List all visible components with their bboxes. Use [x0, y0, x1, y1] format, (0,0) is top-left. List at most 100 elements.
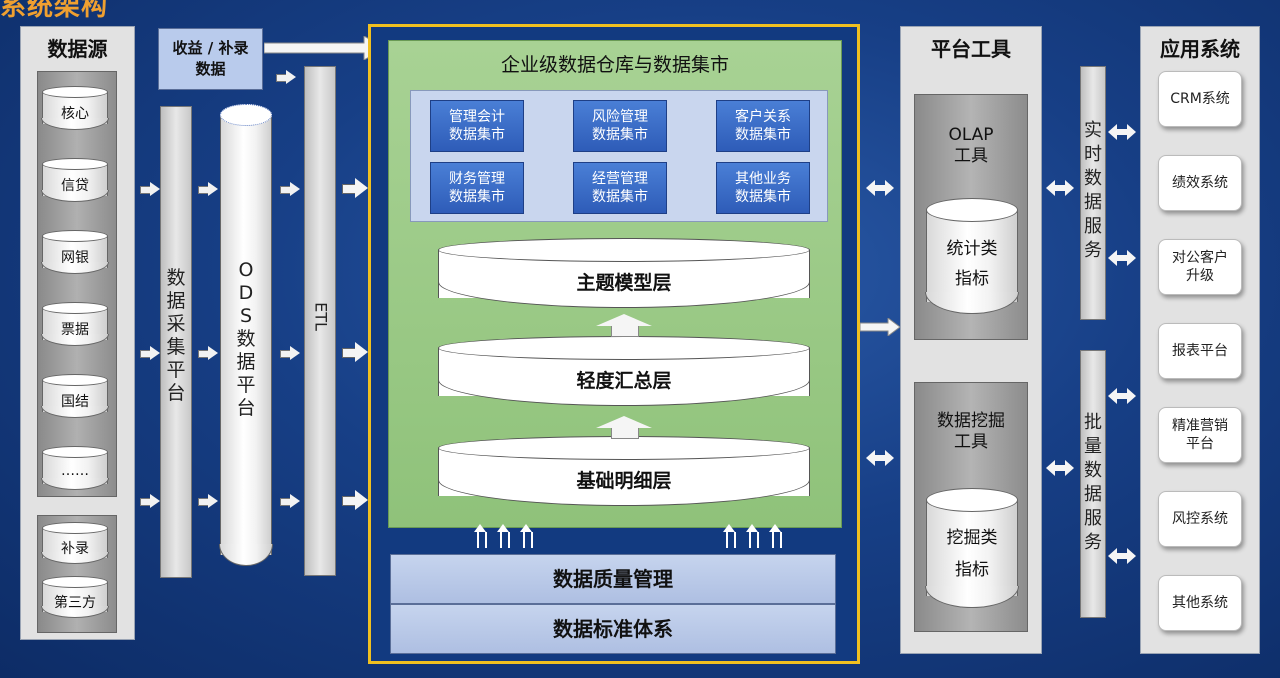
double-arrow-icon — [1046, 460, 1074, 476]
arrow-right-icon — [280, 346, 300, 360]
mining-metric-label: 挖掘类指标 — [946, 528, 998, 580]
arrow-right-icon — [342, 342, 368, 362]
data-source-cylinder-label: 信贷 — [61, 178, 89, 194]
page-title: 系统架构 — [0, 0, 109, 22]
collect-platform-column: 数据采集平台 — [160, 106, 192, 578]
arrow-right-icon — [342, 490, 368, 510]
arrow-right-icon — [342, 178, 368, 198]
application-systems-title: 应用系统 — [1160, 37, 1240, 61]
warehouse-layer-cylinder: 基础明细层 — [438, 436, 810, 508]
arrow-right-icon — [280, 494, 300, 508]
supplement-data-box: 收益 / 补录 数据 — [158, 28, 263, 90]
application-system-label: 风控系统 — [1172, 511, 1228, 527]
arrow-up-icon — [746, 524, 759, 548]
double-arrow-icon — [1046, 180, 1074, 196]
data-source-cylinder: 核心 — [41, 86, 109, 132]
arrow-right-icon — [860, 318, 901, 336]
data-source-list — [37, 71, 117, 497]
application-system-label: 对公客户 — [1172, 250, 1228, 266]
data-source-cylinder: 票据 — [41, 302, 109, 348]
realtime-service-label: 实时数据服务 — [1084, 120, 1102, 261]
warehouse-title: 企业级数据仓库与数据集市 — [500, 54, 729, 76]
data-quality-label: 数据质量管理 — [553, 567, 673, 591]
arrow-right-icon — [140, 182, 160, 196]
double-arrow-icon — [1108, 250, 1136, 266]
application-system-item: 报表平台 — [1158, 323, 1242, 379]
data-quality-management: 数据质量管理 — [390, 554, 836, 604]
arrow-right-icon — [276, 70, 296, 84]
platform-tools-title: 平台工具 — [931, 37, 1011, 61]
data-source-extra-cylinder: 补录 — [41, 522, 109, 566]
data-source-title: 数据源 — [47, 37, 108, 61]
double-arrow-icon — [1108, 388, 1136, 404]
data-source-cylinder: 网银 — [41, 230, 109, 276]
application-systems-panel: 应用系统 CRM系统绩效系统对公客户升级报表平台精准营销平台风控系统其他系统 — [1140, 26, 1260, 654]
data-mart-label: 财务管理 — [449, 171, 505, 187]
data-mart-label: 数据集市 — [449, 189, 505, 205]
application-system-item: 绩效系统 — [1158, 155, 1242, 211]
data-source-cylinder-label: 票据 — [61, 322, 89, 338]
data-mart-box: 客户关系数据集市 — [716, 100, 810, 152]
data-mart-label: 管理会计 — [449, 109, 505, 125]
supplement-data-label: 收益 / 补录 数据 — [172, 39, 249, 78]
data-mart-box: 管理会计数据集市 — [430, 100, 524, 152]
mining-metric-cylinder: 挖掘类指标 — [925, 488, 1019, 610]
application-system-item: 精准营销平台 — [1158, 407, 1242, 463]
data-mart-label: 数据集市 — [592, 127, 648, 143]
warehouse-layer-label: 基础明细层 — [576, 470, 672, 492]
realtime-service-column: 实时数据服务 — [1080, 66, 1106, 320]
warehouse-layer-cylinder: 轻度汇总层 — [438, 336, 810, 408]
arrow-right-icon — [198, 182, 218, 196]
double-arrow-icon — [866, 450, 894, 466]
etl-label: ETL — [311, 302, 331, 331]
data-mart-label: 客户关系 — [735, 109, 791, 125]
data-standard-label: 数据标准体系 — [553, 617, 673, 641]
application-system-item: CRM系统 — [1158, 71, 1242, 127]
application-system-label: 其他系统 — [1172, 595, 1228, 611]
arrow-up-icon — [497, 524, 510, 548]
data-mart-box: 其他业务数据集市 — [716, 162, 810, 214]
application-system-item: 其他系统 — [1158, 575, 1242, 631]
data-mart-label: 数据集市 — [735, 127, 791, 143]
batch-service-label: 批量数据服务 — [1084, 412, 1102, 553]
arrow-up-icon — [474, 524, 487, 548]
application-system-label: CRM系统 — [1170, 91, 1230, 107]
data-standard-system: 数据标准体系 — [390, 604, 836, 654]
application-system-label: 平台 — [1186, 436, 1214, 452]
arrow-right-icon — [280, 182, 300, 196]
application-system-label: 精准营销 — [1172, 418, 1228, 434]
arrow-right-icon — [140, 346, 160, 360]
statistics-metric-cylinder: 统计类指标 — [925, 198, 1019, 316]
collect-platform-label: 数据采集平台 — [166, 267, 186, 404]
double-arrow-icon — [1108, 124, 1136, 140]
double-arrow-icon — [866, 180, 894, 196]
double-arrow-icon — [1108, 548, 1136, 564]
data-mart-box: 财务管理数据集市 — [430, 162, 524, 214]
arrow-right-icon — [198, 346, 218, 360]
data-source-extra-cylinder-label: 补录 — [61, 541, 89, 557]
etl-column: ETL — [304, 66, 336, 576]
data-mart-label: 经营管理 — [592, 171, 648, 187]
application-system-label: 升级 — [1186, 268, 1214, 284]
arrow-up-icon — [769, 524, 782, 548]
data-mart-label: 数据集市 — [449, 127, 505, 143]
data-source-extra-cylinder-label: 第三方 — [54, 595, 96, 611]
application-system-item: 风控系统 — [1158, 491, 1242, 547]
application-system-label: 绩效系统 — [1172, 175, 1228, 191]
data-mart-box: 风险管理数据集市 — [573, 100, 667, 152]
data-mart-label: 数据集市 — [735, 189, 791, 205]
arrow-right-icon — [140, 494, 160, 508]
data-source-cylinder: 信贷 — [41, 158, 109, 204]
statistics-metric-label: 统计类指标 — [946, 239, 998, 289]
data-mart-box: 经营管理数据集市 — [573, 162, 667, 214]
data-mart-label: 数据集市 — [592, 189, 648, 205]
application-system-label: 报表平台 — [1172, 343, 1228, 359]
mining-tool-title: 数据挖掘工具 — [937, 411, 1005, 452]
arrow-right-icon — [198, 494, 218, 508]
data-source-cylinder-label: …… — [61, 463, 89, 479]
arrow-up-icon — [596, 314, 652, 337]
application-system-item: 对公客户升级 — [1158, 239, 1242, 295]
